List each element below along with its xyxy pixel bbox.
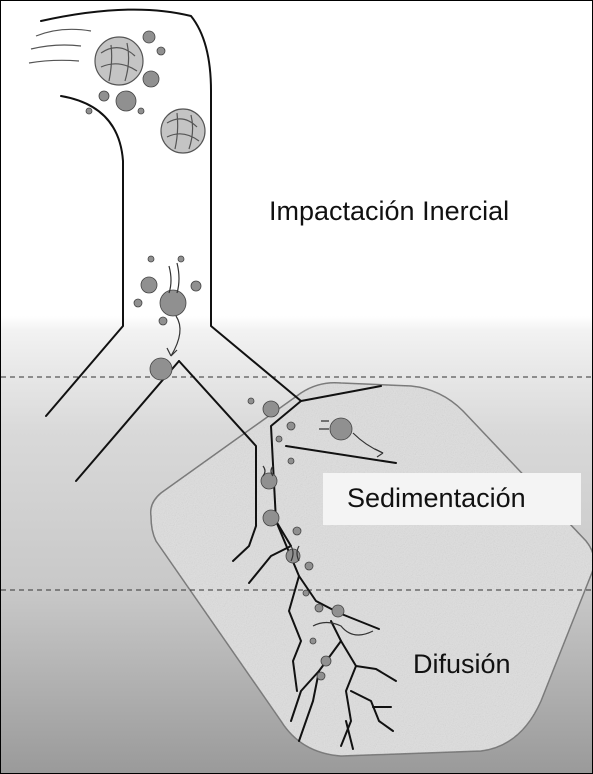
diffusion-label: Difusión bbox=[413, 649, 511, 680]
alveolar-sac bbox=[151, 383, 593, 756]
sedimentation-label: Sedimentación bbox=[347, 483, 526, 514]
sedimentation-label-box: Sedimentación bbox=[323, 473, 581, 525]
particles-large bbox=[95, 37, 205, 153]
inertial-impaction-label: Impactación Inercial bbox=[269, 196, 509, 227]
inflow-lines bbox=[29, 29, 91, 63]
